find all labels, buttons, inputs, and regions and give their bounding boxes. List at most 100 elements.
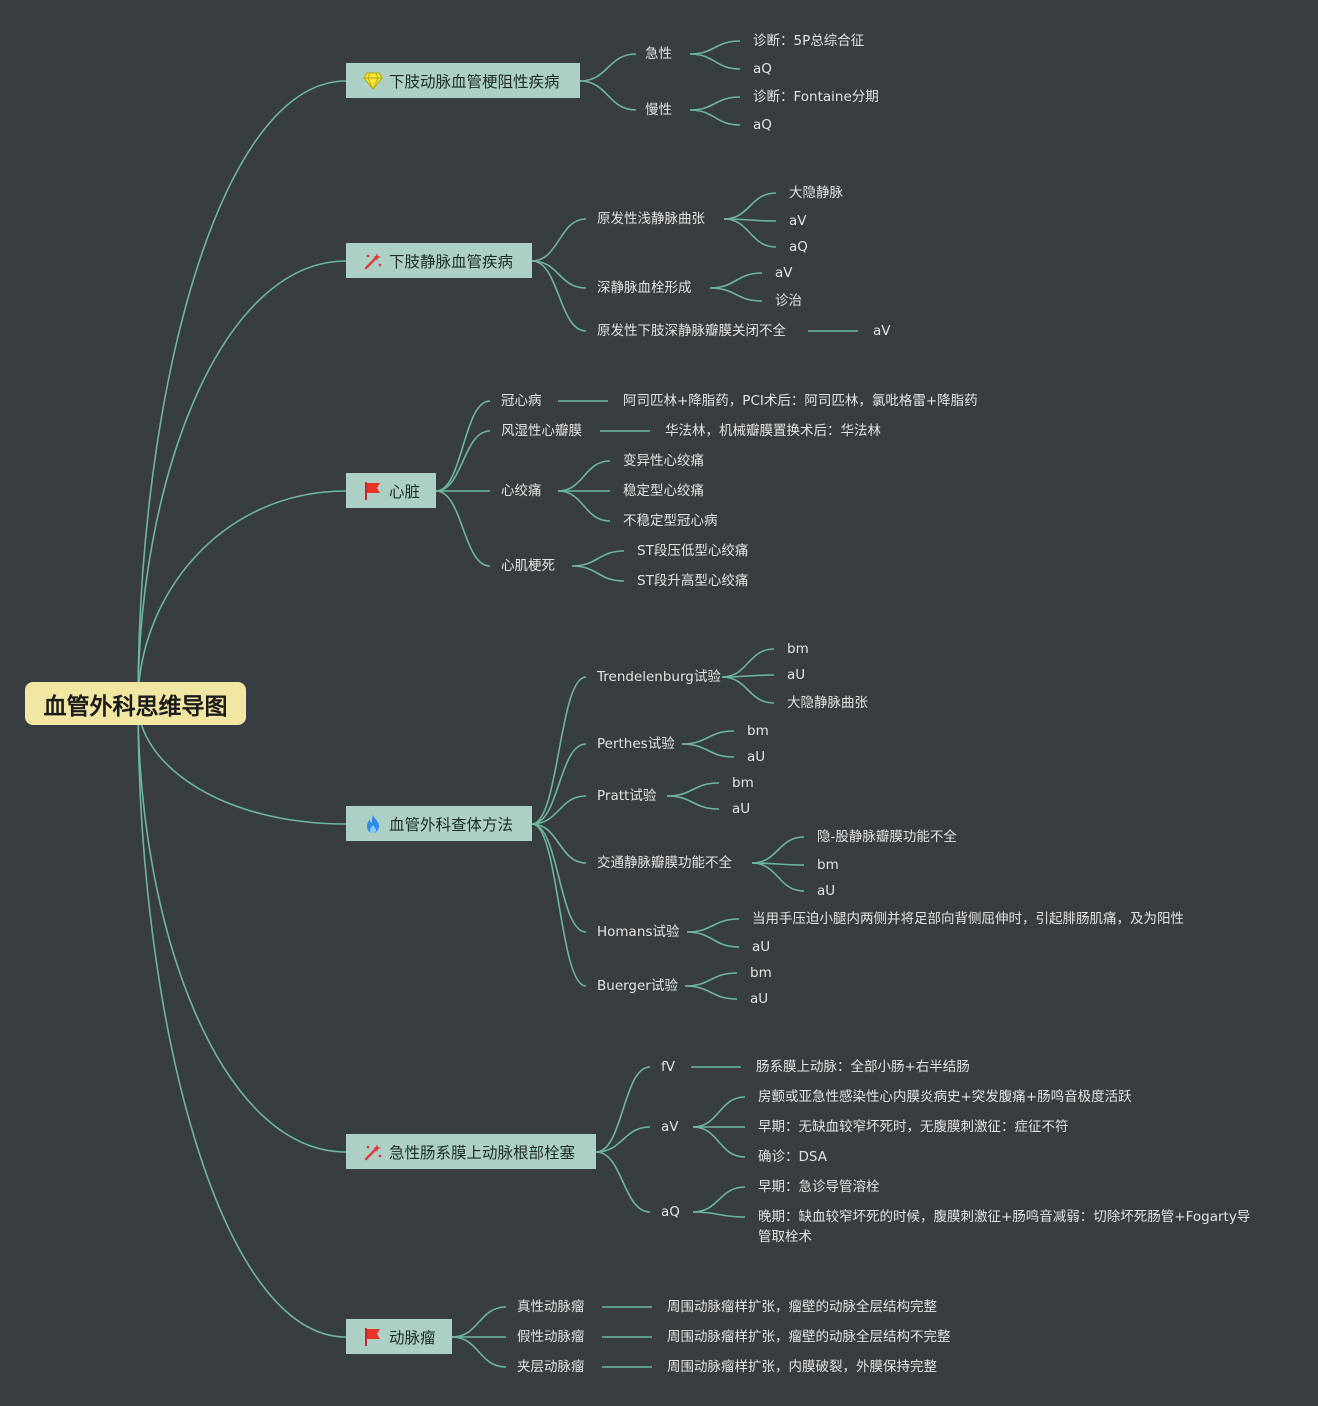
leaf-text[interactable]: 诊断：5P总综合征 [753,33,865,49]
leaf-text[interactable]: 大隐静脉曲张 [787,695,868,711]
connector-line [531,218,587,262]
leaf-text[interactable]: 华法林，机械瓣膜置换术后：华法林 [665,423,881,439]
topic-valve-insufficiency[interactable]: 原发性下肢深静脉瓣膜关闭不全 [597,323,786,339]
leaf-text[interactable]: bm [732,775,754,791]
leaf-text[interactable]: bm [747,723,769,739]
leaf-text[interactable]: bm [750,965,772,981]
leaf-text[interactable]: 阿司匹林+降脂药，PCI术后：阿司匹林，氯吡格雷+降脂药 [623,393,978,409]
branch-arterial-occlusion[interactable]: 下肢动脉血管梗阻性疾病 [346,63,580,98]
leaf-text[interactable]: 周围动脉瘤样扩张，瘤壁的动脉全层结构完整 [667,1299,937,1315]
magic-wand-icon [362,1141,384,1163]
topic-perthes[interactable]: Perthes试验 [597,736,675,752]
topic-aq[interactable]: aQ [661,1204,680,1220]
topic-varicose-veins[interactable]: 原发性浅静脉曲张 [597,211,705,227]
leaf-text[interactable]: aQ [753,117,772,133]
leaf-text[interactable]: aU [747,749,766,765]
branch-label: 下肢动脉血管梗阻性疾病 [389,72,560,91]
leaf-text[interactable]: 当用手压迫小腿内两侧并将足部向背侧屈伸时，引起腓肠肌痛，及为阳性 [752,911,1184,927]
topic-rheumatic-valve[interactable]: 风湿性心瓣膜 [501,423,582,439]
branch-aneurysm[interactable]: 动脉瘤 [346,1319,452,1354]
topic-dvt[interactable]: 深静脉血栓形成 [597,280,692,296]
topic-mi[interactable]: 心肌梗死 [501,558,555,574]
connector-line [595,1126,651,1153]
leaf-text[interactable]: aV [775,265,793,281]
root-connector [137,702,347,825]
leaf-text[interactable]: aU [750,991,769,1007]
leaf-text[interactable]: 周围动脉瘤样扩张，内膜破裂，外膜保持完整 [667,1359,937,1375]
leaf-text[interactable]: ST段压低型心绞痛 [637,543,749,559]
leaf-text[interactable]: 隐-股静脉瓣膜功能不全 [817,829,957,845]
topic-true-aneurysm[interactable]: 真性动脉瘤 [517,1299,585,1315]
connector-line [692,1126,746,1158]
topic-dissecting-aneurysm[interactable]: 夹层动脉瘤 [517,1359,585,1375]
leaf-text[interactable]: 诊治 [775,293,802,309]
leaf-text[interactable]: 肠系膜上动脉：全部小肠+右半结肠 [756,1059,970,1075]
leaf-text[interactable]: bm [787,641,809,657]
leaf-text[interactable]: 房颤或亚急性感染性心内膜炎病史+突发腹痛+肠鸣音极度活跃 [758,1089,1132,1105]
topic-pratt[interactable]: Pratt试验 [597,788,657,804]
diamond-icon [362,70,384,92]
red-flag-icon [362,480,384,502]
leaf-text[interactable]: aU [732,801,751,817]
branch-venous-disease[interactable]: 下肢静脉血管疾病 [346,243,532,278]
connector-line [531,260,587,289]
leaf-text[interactable]: ST段升高型心绞痛 [637,573,749,589]
connector-line [435,400,491,492]
topic-av[interactable]: aV [661,1119,679,1135]
leaf-text[interactable]: 早期：急诊导管溶栓 [758,1179,880,1195]
connector-line [595,1151,651,1213]
connector-line [686,918,740,933]
leaf-text[interactable]: 晚期：缺血较窄坏死的时候，腹膜刺激征+肠鸣音减弱：切除坏死肠管+Fogarty导… [758,1209,1251,1245]
connector-line [435,430,491,492]
connector-line [666,795,720,810]
leaf-text[interactable]: bm [817,857,839,873]
connector-line [531,676,587,825]
leaf-text[interactable]: 早期：无缺血较窄坏死时，无腹膜刺激征：症征不符 [758,1119,1069,1135]
connector-line [721,648,775,678]
connector-line [689,53,741,70]
topic-trendelenburg[interactable]: Trendelenburg试验 [597,669,721,685]
connector-line [579,53,637,82]
topic-pseudo-aneurysm[interactable]: 假性动脉瘤 [517,1329,585,1345]
leaf-text[interactable]: 周围动脉瘤样扩张，瘤壁的动脉全层结构不完整 [667,1329,951,1345]
leaf-text[interactable]: 不稳定型冠心病 [623,513,718,529]
topic-chd[interactable]: 冠心病 [501,393,542,409]
connector-line [684,972,738,987]
leaf-text[interactable]: 大隐静脉 [789,185,843,201]
topic-buerger[interactable]: Buerger试验 [597,978,678,994]
root-node[interactable]: 血管外科思维导图 [25,682,246,725]
leaf-text[interactable]: aV [789,213,807,229]
topic-perforator-insufficiency[interactable]: 交通静脉瓣膜功能不全 [597,855,732,871]
leaf-text[interactable]: aV [873,323,891,339]
topic-homans[interactable]: Homans试验 [597,924,680,940]
topic-acute[interactable]: 急性 [645,46,672,62]
root-connector [137,490,347,704]
connector-line [531,823,587,987]
leaf-text[interactable]: 稳定型心绞痛 [623,483,704,499]
branch-label: 急性肠系膜上动脉根部栓塞 [389,1143,576,1162]
connector-line [723,192,777,220]
leaf-text[interactable]: aQ [789,239,808,255]
branch-vascular-exam[interactable]: 血管外科查体方法 [346,806,532,841]
leaf-text[interactable]: aQ [753,61,772,77]
branch-heart[interactable]: 心脏 [346,473,436,508]
connector-line [686,931,740,948]
leaf-text[interactable]: 变异性心绞痛 [623,453,704,469]
connector-line [666,782,720,797]
leaf-text[interactable]: aU [787,667,806,683]
leaf-text[interactable]: 诊断：Fontaine分期 [753,89,879,105]
branch-mesenteric-embolism[interactable]: 急性肠系膜上动脉根部栓塞 [346,1134,596,1169]
connector-line [721,676,775,704]
leaf-text[interactable]: 确诊：DSA [758,1149,827,1165]
connector-line [709,272,763,289]
red-flag-icon [362,1326,384,1348]
connector-line [723,218,777,248]
topic-fv[interactable]: fV [661,1059,675,1075]
connector-line [435,490,491,567]
topic-angina[interactable]: 心绞痛 [501,483,542,499]
leaf-text[interactable]: aU [817,883,836,899]
topic-chronic[interactable]: 慢性 [645,102,672,118]
leaf-text[interactable]: aU [752,939,771,955]
